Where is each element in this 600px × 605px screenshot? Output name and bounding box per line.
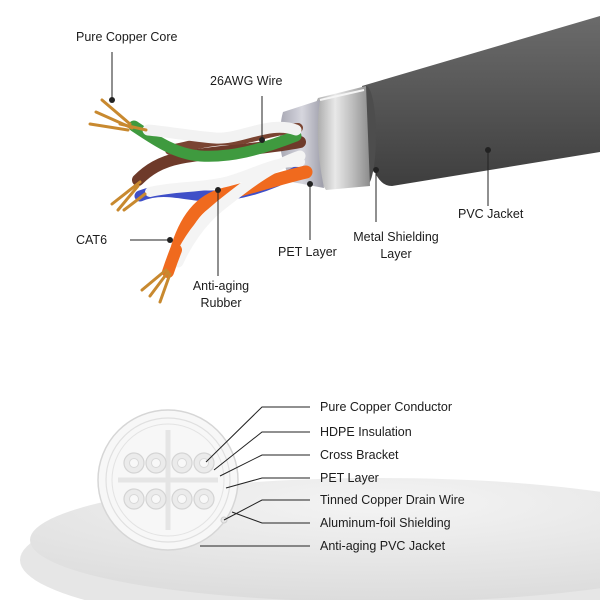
pvc-jacket-shape — [362, 16, 600, 186]
label-anti-aging-pvc-jacket: Anti-aging PVC Jacket — [320, 539, 446, 553]
label-aluminum-foil-shielding: Aluminum-foil Shielding — [320, 516, 451, 530]
white-wire-orange — [172, 150, 306, 268]
green-wire — [128, 120, 302, 162]
label-cross-bracket: Cross Bracket — [320, 448, 399, 462]
label-metal-shielding-line2: Layer — [380, 247, 412, 261]
copper-strands — [88, 98, 172, 304]
top-leader-dots — [109, 97, 491, 243]
label-cat6: CAT6 — [76, 233, 108, 247]
label-pvc-jacket: PVC Jacket — [458, 207, 524, 221]
label-tinned-copper-drain-wire: Tinned Copper Drain Wire — [320, 493, 465, 507]
label-anti-aging-line1: Anti-aging — [192, 279, 250, 293]
metal-shielding-shape — [312, 86, 370, 190]
label-anti-aging-line2: Rubber — [200, 296, 242, 310]
label-pet-layer: PET Layer — [278, 245, 337, 259]
top-leader-lines — [111, 52, 489, 276]
bottom-leader-lines — [200, 406, 310, 547]
cross-section — [97, 409, 239, 551]
white-wire-green — [142, 121, 302, 144]
orange-wire — [169, 165, 313, 259]
label-metal-shielding-line1: Metal Shielding — [353, 230, 439, 244]
label-pet-layer-section: PET Layer — [320, 471, 379, 485]
label-26awg-wire: 26AWG Wire — [210, 74, 283, 88]
label-pure-copper-core: Pure Copper Core — [76, 30, 178, 44]
label-anti-aging-rubber: Anti-aging Rubber — [182, 278, 260, 312]
label-hdpe-insulation: HDPE Insulation — [320, 425, 412, 439]
label-metal-shielding: Metal Shielding Layer — [344, 229, 448, 263]
label-pure-copper-conductor: Pure Copper Conductor — [320, 400, 453, 414]
